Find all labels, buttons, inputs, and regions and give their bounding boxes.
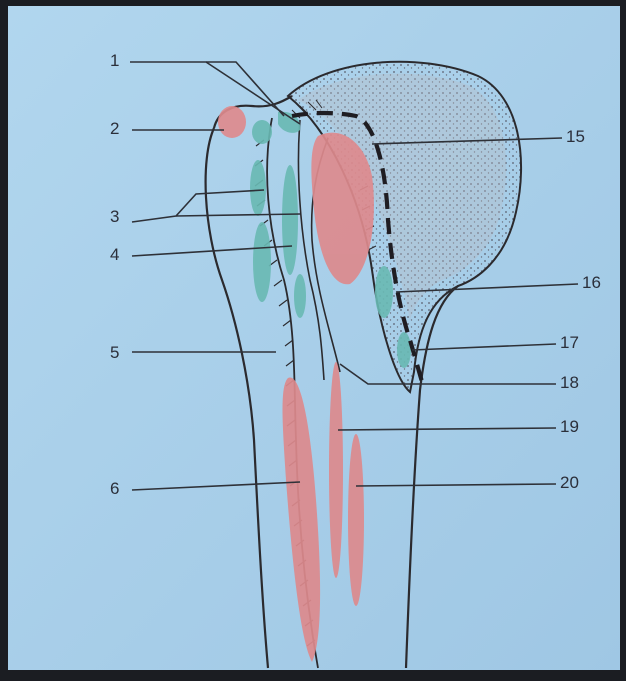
label-3: 3 — [110, 207, 119, 226]
label-17: 17 — [560, 333, 579, 352]
label-19: 19 — [560, 417, 579, 436]
label-4: 4 — [110, 245, 119, 264]
label-5: 5 — [110, 343, 119, 362]
label-16: 16 — [582, 273, 601, 292]
label-1: 1 — [110, 51, 119, 70]
label-20: 20 — [560, 473, 579, 492]
label-6: 6 — [110, 479, 119, 498]
label-18: 18 — [560, 373, 579, 392]
label-2: 2 — [110, 119, 119, 138]
label-15: 15 — [566, 127, 585, 146]
